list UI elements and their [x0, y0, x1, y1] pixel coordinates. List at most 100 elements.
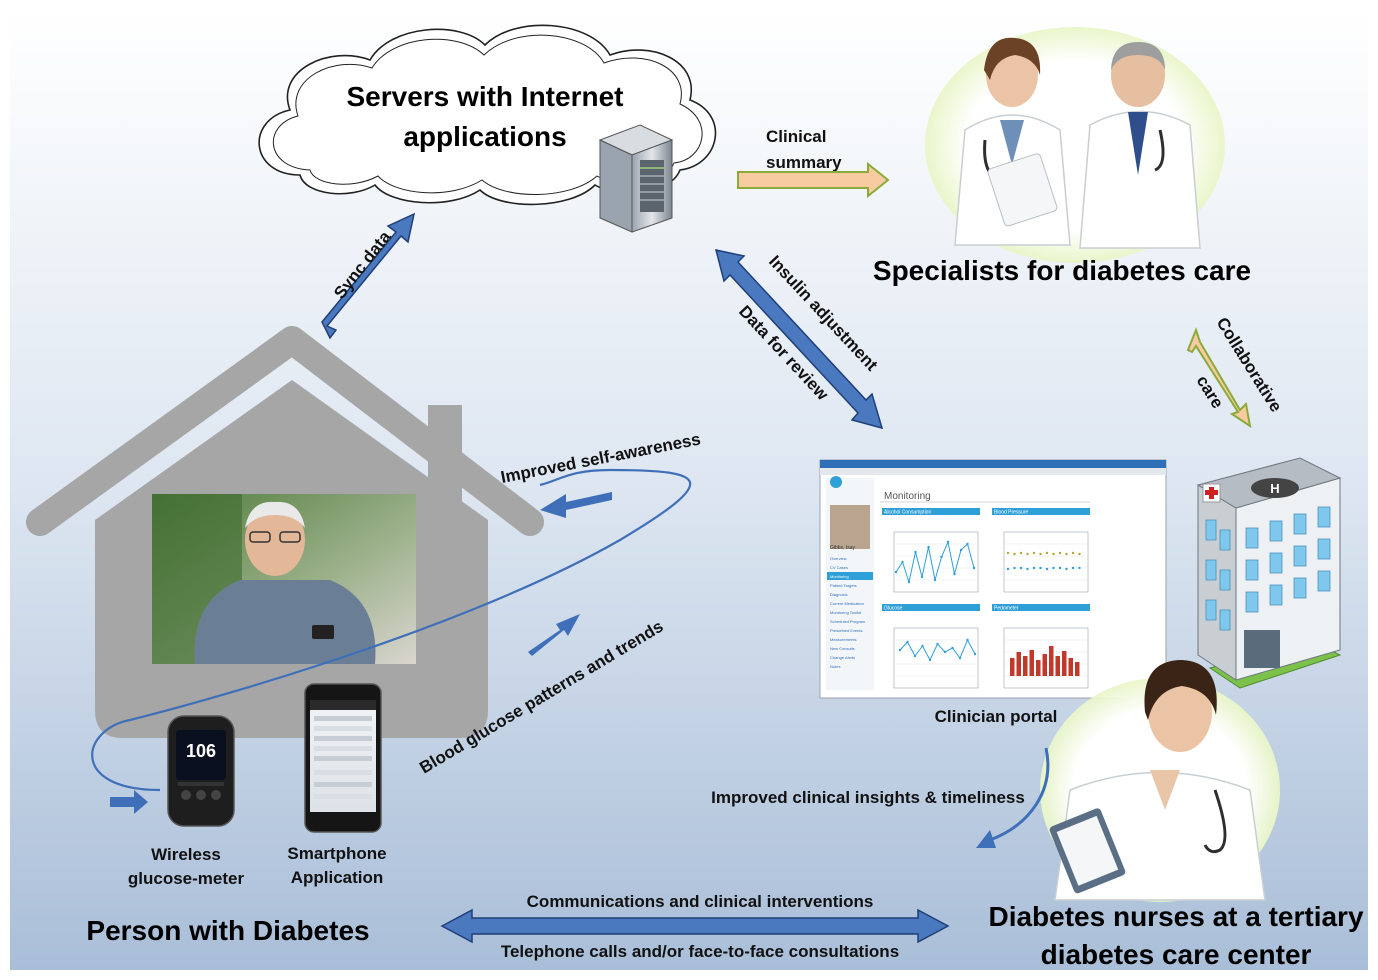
portal-glucose-point: [943, 650, 947, 654]
portal-pedometer-bar: [1055, 656, 1060, 676]
portal-pedometer-bar: [1049, 646, 1054, 676]
portal-alcohol-point: [901, 560, 904, 564]
portal-alcohol-point: [920, 575, 924, 579]
hospital-icon: H: [1196, 457, 1342, 689]
portal-plot-frame: [1003, 531, 1089, 593]
portal-pedometer-bar: [1016, 652, 1021, 676]
portal-pedometer-bar: [1023, 656, 1028, 676]
portal-nav-item[interactable]: Monitoring Toolkit: [830, 610, 862, 615]
portal-panel-header: [992, 508, 1090, 515]
specialists-photo: [925, 27, 1225, 263]
portal-alcohol-point: [966, 542, 969, 546]
portal-plot-frame: [893, 627, 979, 689]
portal-panel-title: Blood Pressure: [994, 510, 1028, 516]
portal-glucose-point: [951, 646, 954, 650]
portal-alcohol-point: [959, 548, 963, 552]
phone-label-2: Application: [291, 868, 384, 887]
portal-alcohol-point: [946, 540, 950, 544]
portal-pedometer-bar: [1036, 660, 1041, 676]
portal-bp-diastolic-point: [1078, 566, 1081, 570]
portal-nav-item[interactable]: Notes: [830, 664, 840, 669]
portal-alcohol-point: [953, 572, 956, 576]
portal-nav-item[interactable]: Scheduled Program: [830, 619, 866, 624]
portal-alcohol-point: [927, 545, 930, 549]
portal-pedometer-bar: [1068, 658, 1073, 676]
communications-arrow: [440, 908, 950, 944]
nurse-photo: [1040, 660, 1280, 902]
portal-nav-item[interactable]: Current Medication: [830, 601, 864, 606]
portal-bp-systolic-point: [1039, 552, 1042, 556]
portal-nav-item[interactable]: Patient Targets: [830, 583, 857, 588]
portal-bp-systolic-point: [1032, 551, 1036, 555]
portal-bp-diastolic-point: [1039, 566, 1042, 570]
portal-alcohol-point: [940, 555, 943, 559]
sync-data-arrow: [321, 212, 416, 340]
portal-panels: Alcohol Consumption Blood PressureGlucose…: [882, 508, 1090, 689]
portal-glucose-point: [936, 642, 939, 646]
portal-bp-systolic-point: [1058, 551, 1062, 555]
portal-bp-systolic-point: [1006, 551, 1010, 555]
specialists-title: Specialists for diabetes care: [873, 255, 1251, 286]
portal-nav-item[interactable]: Diagnosis: [830, 592, 848, 597]
portal-pedometer-bar: [1075, 662, 1080, 676]
phone-label-1: Smartphone: [287, 844, 386, 863]
portal-alcohol-point: [933, 578, 937, 582]
collaborative-care-arrow: [1186, 327, 1252, 429]
communications-label: Communications and clinical intervention…: [527, 892, 874, 911]
portal-bp-diastolic-point: [1071, 566, 1075, 570]
portal-glucose-point: [958, 656, 962, 660]
female-specialist-figure: [954, 37, 1071, 246]
portal-panel-header: [882, 508, 980, 515]
portal-nav-item[interactable]: Prescribed Events: [830, 628, 862, 633]
cloud-title-line1: Servers with Internet: [347, 81, 624, 112]
portal-pedometer-bar: [1010, 658, 1015, 676]
portal-panel-title: Glucose: [884, 606, 903, 612]
portal-glucose-point: [973, 652, 977, 656]
male-specialist-figure: [1079, 42, 1201, 249]
portal-bp-systolic-point: [1071, 551, 1075, 555]
portal-glucose-point: [913, 654, 917, 658]
meter-label-1: Wireless: [151, 845, 221, 864]
portal-plot-frame: [893, 531, 979, 593]
portal-alcohol-point: [914, 550, 917, 554]
person-photo: [152, 494, 416, 664]
smartphone-icon: [304, 683, 382, 833]
portal-bp-diastolic-point: [1013, 566, 1016, 570]
clinical-summary-label-1: Clinical: [766, 127, 826, 146]
portal-bp-systolic-point: [1019, 551, 1023, 555]
loop-arrow-top: [540, 492, 612, 518]
portal-nav-item[interactable]: Monitoring: [830, 574, 849, 579]
server-icon: [598, 124, 674, 233]
portal-alcohol-point: [907, 580, 911, 584]
portal-data-arrow: [714, 249, 884, 430]
nurses-title-line2: diabetes care center: [1041, 939, 1312, 970]
portal-glucose-point: [898, 648, 902, 652]
portal-bp-diastolic-point: [1032, 566, 1036, 570]
clinical-insights-arrow: [989, 747, 1050, 842]
portal-nav-item[interactable]: Measurements: [830, 637, 856, 642]
portal-nav-item[interactable]: New Consults: [830, 646, 855, 651]
portal-bp-systolic-point: [1078, 552, 1081, 556]
portal-bp-systolic-point: [1026, 552, 1029, 556]
self-awareness-loop: [91, 468, 692, 792]
portal-alcohol-point: [972, 566, 976, 570]
portal-nav-item[interactable]: Change Alerts: [830, 655, 855, 660]
portal-bp-diastolic-point: [1019, 566, 1023, 570]
portal-bp-systolic-point: [1065, 552, 1068, 556]
person-title: Person with Diabetes: [86, 915, 369, 946]
loop-arrow-bottom: [110, 790, 148, 814]
portal-bp-diastolic-point: [1026, 567, 1029, 571]
clinical-summary-label-2: summary: [766, 153, 842, 172]
portal-panel-header: [992, 604, 1090, 611]
portal-glucose-point: [928, 658, 932, 662]
portal-glucose-point: [906, 640, 909, 644]
portal-bp-diastolic-point: [1058, 566, 1062, 570]
portal-nav-item[interactable]: CV Cases: [830, 565, 848, 570]
cloud-title-line2: applications: [403, 121, 566, 152]
portal-nav-item[interactable]: Overview: [830, 556, 847, 561]
portal-bp-diastolic-point: [1065, 567, 1068, 571]
portal-panel-title: Alcohol Consumption: [884, 510, 931, 516]
